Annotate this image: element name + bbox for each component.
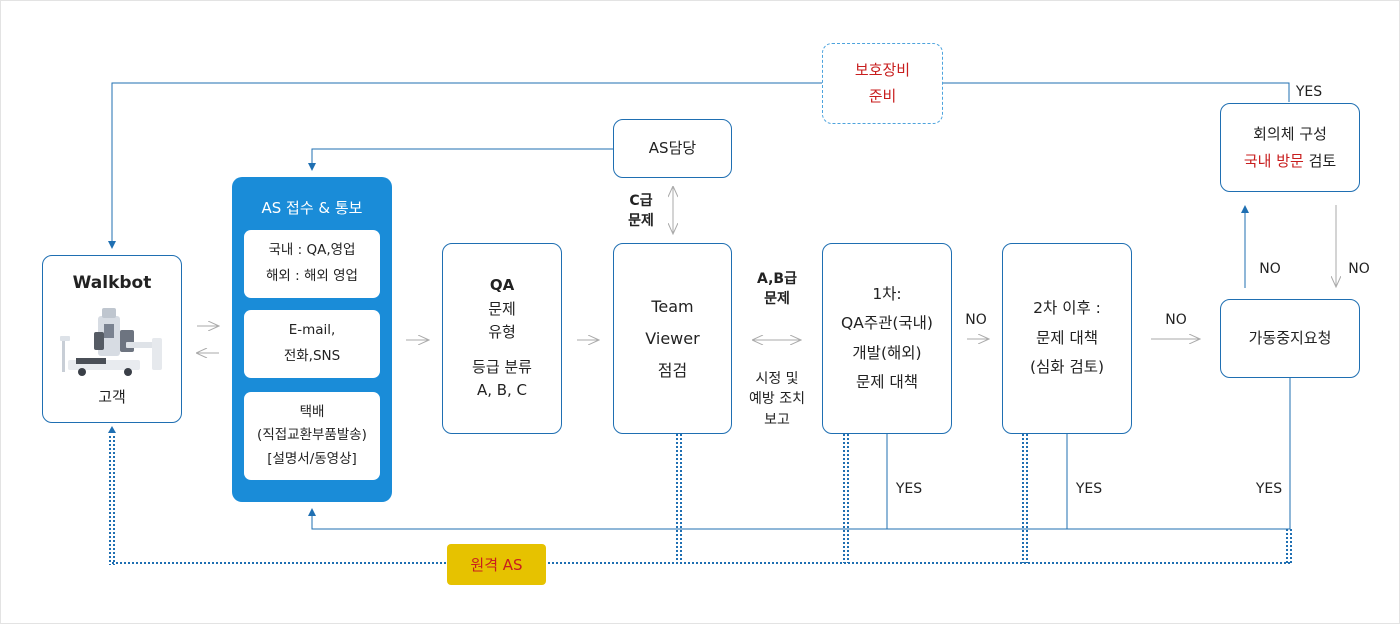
as-intake-line: 국내 : QA,영업: [268, 242, 356, 259]
qa-line: 유형: [488, 322, 516, 341]
as-intake-line: [설명서/동영상]: [267, 450, 357, 467]
first-line: 개발(해외): [852, 343, 922, 362]
second-line: (심화 검토): [1029, 358, 1105, 377]
remote-as-badge: 원격 AS: [447, 544, 546, 585]
no-label-2: NO: [1165, 312, 1187, 328]
customer-box: Walkbot 고객: [42, 255, 182, 423]
protective-equipment-box: 보호장비 준비: [822, 43, 943, 124]
no-label-1: NO: [965, 312, 987, 328]
protective-line: 준비: [868, 86, 897, 105]
qa-title: QA: [489, 276, 515, 295]
report-label: 시정 및 예방 조치 보고: [749, 371, 805, 428]
as-intake-line: (직접교환부품발송): [257, 427, 367, 444]
yes-label-1: YES: [895, 481, 923, 497]
stop-request-label: 가동중지요청: [1248, 328, 1332, 347]
as-intake-channels: E-mail, 전화,SNS: [244, 310, 380, 378]
as-manager-label: AS담당: [648, 138, 697, 157]
council-line2: 국내 방문 검토: [1243, 151, 1337, 170]
team-viewer-line: Team: [651, 296, 694, 316]
first-line: 1차:: [872, 284, 902, 303]
second-response-box: 2차 이후 : 문제 대책 (심화 검토): [1002, 243, 1132, 434]
team-viewer-line: 점검: [657, 360, 688, 380]
as-intake-line: 해외 : 해외 영업: [266, 268, 358, 284]
qa-line: 등급 분류: [472, 358, 532, 377]
second-line: 2차 이후 :: [1033, 299, 1101, 318]
as-intake-domestic-overseas: 국내 : QA,영업 해외 : 해외 영업: [244, 230, 380, 298]
as-intake-delivery: 택배 (직접교환부품발송) [설명서/동영상]: [244, 392, 380, 480]
as-intake-line: 전화,SNS: [283, 348, 341, 364]
customer-title: Walkbot: [72, 273, 152, 293]
council-line1: 회의체 구성: [1253, 125, 1327, 144]
first-line: 문제 대책: [856, 372, 918, 391]
yes-label-top: YES: [1295, 84, 1323, 100]
second-line: 문제 대책: [1036, 328, 1098, 347]
remote-as-label: 원격 AS: [470, 556, 523, 574]
protective-line: 보호장비: [854, 61, 911, 79]
qa-box: QA 문제 유형 등급 분류 A, B, C: [442, 243, 562, 434]
council-box: 회의체 구성 국내 방문 검토: [1220, 103, 1360, 192]
as-intake-panel: AS 접수 & 통보 국내 : QA,영업 해외 : 해외 영업 E-mail,…: [232, 177, 392, 502]
yes-label-2: YES: [1075, 481, 1103, 497]
first-response-box: 1차: QA주관(국내) 개발(해외) 문제 대책: [822, 243, 952, 434]
as-intake-line: 택배: [299, 403, 325, 420]
team-viewer-box: Team Viewer 점검: [613, 243, 732, 434]
walkbot-robot-image: [60, 308, 162, 377]
c-grade-label: C급 문제: [628, 193, 654, 230]
qa-line: 문제: [488, 299, 516, 318]
as-intake-line: E-mail,: [288, 322, 336, 339]
as-intake-title: AS 접수 & 통보: [261, 199, 363, 217]
qa-line: A, B, C: [476, 381, 528, 400]
no-label-stop: NO: [1348, 261, 1370, 277]
team-viewer-line: Viewer: [645, 328, 700, 348]
no-label-council: NO: [1259, 261, 1281, 277]
first-line: QA주관(국내): [841, 314, 933, 333]
as-manager-box: AS담당: [613, 119, 732, 178]
customer-label: 고객: [98, 388, 126, 407]
ab-grade-label: A,B급 문제: [757, 271, 797, 308]
yes-label-3: YES: [1255, 481, 1283, 497]
council-domestic-visit: 국내 방문: [1243, 151, 1304, 170]
stop-request-box: 가동중지요청: [1220, 299, 1360, 378]
